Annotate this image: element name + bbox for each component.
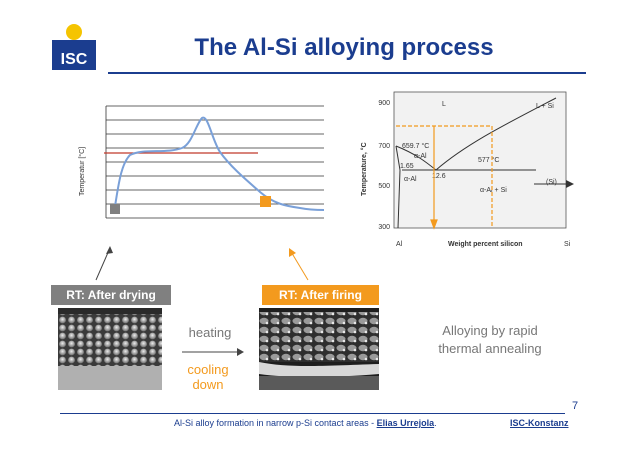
- temperature-curve: [113, 116, 325, 213]
- svg-text:12.6: 12.6: [432, 173, 446, 180]
- sem-image-after-firing: [259, 308, 379, 390]
- footer-caption: Al-Si alloy formation in narrow p-Si con…: [174, 418, 437, 428]
- svg-text:Si: Si: [564, 241, 571, 248]
- svg-text:577 °C: 577 °C: [478, 156, 499, 164]
- page-title: The Al-Si alloying process: [194, 34, 494, 61]
- svg-text:α-Al + Si: α-Al + Si: [480, 187, 507, 194]
- svg-text:Temperature, °C: Temperature, °C: [360, 142, 368, 196]
- temperature-profile-chart: Temperatur [°C]: [74, 100, 334, 230]
- dry-marker: [110, 204, 120, 214]
- svg-text:500: 500: [378, 183, 390, 190]
- footer-organization: ISC-Konstanz: [510, 418, 569, 428]
- svg-text:Weight percent silicon: Weight percent silicon: [448, 241, 523, 248]
- svg-text:L + Si: L + Si: [536, 103, 554, 110]
- svg-text:α-Al: α-Al: [404, 176, 417, 183]
- tag-after-firing: RT: After firing: [262, 285, 379, 305]
- svg-text:L: L: [442, 101, 446, 108]
- svg-text:900: 900: [378, 100, 390, 107]
- svg-text:700: 700: [378, 143, 390, 150]
- svg-text:1.65: 1.65: [400, 163, 414, 170]
- title-divider: [108, 72, 586, 74]
- svg-text:300: 300: [378, 224, 390, 231]
- al-si-phase-diagram: 900 700 500 300 Al Si Weight percent sil…: [356, 88, 582, 254]
- svg-text:Al: Al: [396, 241, 403, 248]
- svg-text:(Si): (Si): [546, 179, 557, 186]
- page-number: 7: [572, 400, 579, 412]
- alloying-note: Alloying by rapid thermal annealing: [438, 323, 542, 356]
- svg-text:659.7 °C: 659.7 °C: [402, 142, 429, 150]
- tag-after-drying: RT: After drying: [51, 285, 171, 305]
- svg-text:ISC: ISC: [61, 51, 88, 68]
- cooling-down-label: cooling down: [187, 362, 229, 392]
- fire-marker: [260, 196, 271, 207]
- heating-label: heating: [188, 325, 232, 340]
- chart-gridlines: [105, 105, 324, 219]
- isc-logo: ISC: [44, 22, 100, 74]
- sem-image-after-drying: [58, 308, 162, 390]
- svg-text:α-Al: α-Al: [414, 153, 427, 160]
- chart-ylabel: Temperatur [°C]: [78, 147, 86, 196]
- footer-divider: [60, 413, 565, 414]
